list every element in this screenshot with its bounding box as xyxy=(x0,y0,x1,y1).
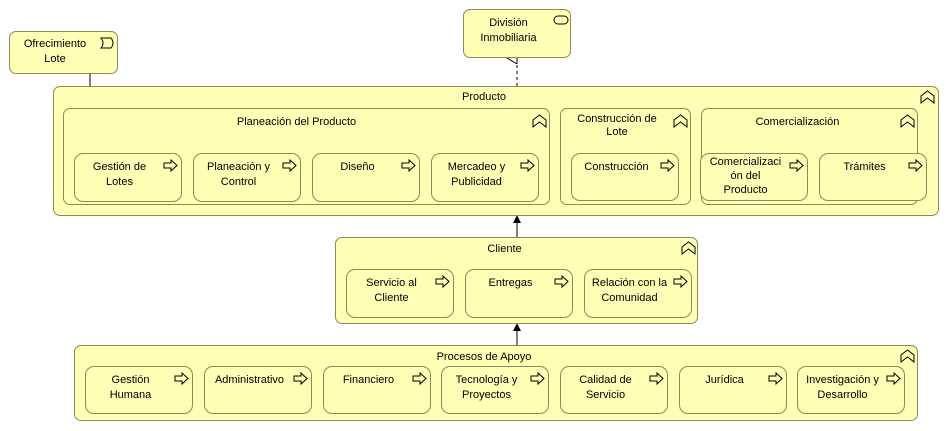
process-arrow-icon xyxy=(768,372,783,385)
process-box[interactable]: Tecnología y Proyectos xyxy=(441,366,549,414)
process-label: Relación con la Comunidad xyxy=(591,277,668,304)
process-box[interactable]: Entregas xyxy=(465,269,573,318)
process-box[interactable]: Construcción xyxy=(571,153,679,201)
function-icon xyxy=(920,90,935,104)
process-label: Investigación y Desarrollo xyxy=(806,374,879,401)
process-arrow-icon xyxy=(412,372,427,385)
function-icon xyxy=(900,114,915,128)
ofrecimiento-lote-node[interactable]: Ofrecimiento Lote xyxy=(9,31,118,74)
process-label: Planeación y Control xyxy=(207,161,270,188)
process-label: Mercadeo y Publicidad xyxy=(447,161,506,188)
process-arrow-icon xyxy=(435,275,450,288)
process-arrow-icon xyxy=(908,159,923,172)
comercializacion-title: Comercialización xyxy=(755,116,840,128)
function-icon xyxy=(900,349,915,363)
process-label: Administrativo xyxy=(214,374,285,386)
process-label: Entregas xyxy=(488,277,533,289)
division-inmobiliaria-node[interactable]: División Inmobiliaria xyxy=(463,9,571,58)
process-arrow-icon xyxy=(163,159,178,172)
process-box[interactable]: Diseño xyxy=(312,153,420,202)
division-inmobiliaria-label: División Inmobiliaria xyxy=(480,17,537,44)
process-arrow-icon xyxy=(520,159,535,172)
process-box[interactable]: Financiero xyxy=(323,366,431,414)
process-box[interactable]: Administrativo xyxy=(204,366,312,414)
function-icon xyxy=(532,114,547,128)
business-actor-icon xyxy=(553,15,569,25)
process-arrow-icon xyxy=(886,372,901,385)
process-label: Financiero xyxy=(342,374,395,386)
process-arrow-icon xyxy=(554,275,569,288)
process-label: Diseño xyxy=(340,161,375,173)
process-label: Tecnología y Proyectos xyxy=(455,374,518,401)
process-box[interactable]: Calidad de Servicio xyxy=(560,366,668,414)
process-label: Gestión Humana xyxy=(109,374,152,401)
process-label: Servicio al Cliente xyxy=(366,277,417,304)
process-box[interactable]: Relación con la Comunidad xyxy=(584,269,692,318)
process-box[interactable]: Comercializaci ón del Producto xyxy=(700,153,808,201)
process-box[interactable]: Trámites xyxy=(819,153,927,201)
process-arrow-icon xyxy=(530,372,545,385)
process-label: Calidad de Servicio xyxy=(579,374,632,401)
process-label: Trámites xyxy=(843,161,886,173)
function-icon xyxy=(673,114,688,128)
process-arrow-icon xyxy=(282,159,297,172)
process-box[interactable]: Planeación y Control xyxy=(193,153,301,202)
ofrecimiento-lote-label: Ofrecimiento Lote xyxy=(23,38,87,65)
construccion-lote-title: Construcción de Lote xyxy=(577,113,657,138)
function-icon xyxy=(681,241,696,255)
process-label: Jurídica xyxy=(705,374,744,386)
process-arrow-icon xyxy=(174,372,189,385)
process-box[interactable]: Servicio al Cliente xyxy=(346,269,454,318)
process-box[interactable]: Jurídica xyxy=(679,366,787,414)
process-label: Construcción xyxy=(584,161,649,173)
process-box[interactable]: Gestión Humana xyxy=(85,366,193,414)
process-label: Gestión de Lotes xyxy=(92,161,147,188)
business-event-icon xyxy=(100,37,114,49)
process-box[interactable]: Mercadeo y Publicidad xyxy=(431,153,539,202)
process-box[interactable]: Investigación y Desarrollo xyxy=(797,366,905,414)
process-arrow-icon xyxy=(649,372,664,385)
process-arrow-icon xyxy=(789,159,804,172)
process-box[interactable]: Gestión de Lotes xyxy=(74,153,182,202)
planeacion-producto-title: Planeación del Producto xyxy=(236,116,357,128)
process-arrow-icon xyxy=(293,372,308,385)
procesos-apoyo-title: Procesos de Apoyo xyxy=(436,351,532,363)
producto-title: Producto xyxy=(461,91,507,103)
cliente-title: Cliente xyxy=(487,243,522,255)
process-label: Comercializaci ón del Producto xyxy=(709,156,782,196)
process-arrow-icon xyxy=(673,275,688,288)
process-arrow-icon xyxy=(401,159,416,172)
process-arrow-icon xyxy=(660,159,675,172)
